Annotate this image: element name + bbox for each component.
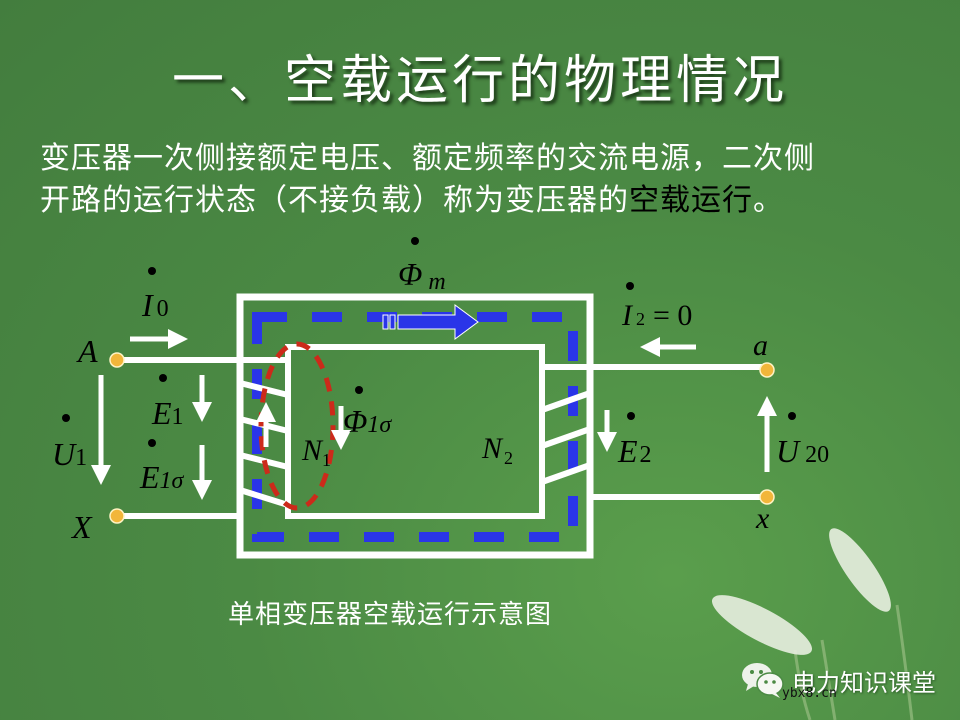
label-E1sigma: E1σ (139, 459, 185, 495)
diagram-caption: 单相变压器空载运行示意图 (228, 600, 553, 630)
core-window (285, 344, 545, 519)
main-flux-arrow (382, 304, 479, 340)
paragraph-line-2-prefix: 开路的运行状态（不接负载）称为变压器的 (40, 183, 629, 218)
terminal-a (759, 362, 775, 378)
watermark-label: 电力知识课堂 (792, 668, 936, 697)
wechat-icon (742, 663, 784, 698)
label-a: a (753, 329, 768, 362)
label-E1: E1 (151, 395, 184, 431)
watermark-url: ybx8.cn (782, 686, 837, 701)
paragraph-line-1: 变压器一次侧接额定电压、额定频率的交流电源，二次侧 (40, 141, 815, 176)
terminal-X (109, 508, 125, 524)
slide-title: 一、空载运行的物理情况 (171, 51, 788, 111)
label-U1: U1 (52, 436, 87, 472)
paragraph-line-2-suffix: 。 (753, 183, 784, 218)
label-X: X (70, 509, 93, 545)
intro-paragraph: 变压器一次侧接额定电压、额定频率的交流电源，二次侧 开路的运行状态（不接负载）称… (40, 138, 940, 222)
core-outer (236, 293, 594, 559)
label-A: A (76, 333, 98, 369)
label-Phi-1sigma: Φ1σ (343, 403, 392, 439)
terminal-A (109, 352, 125, 368)
leakage-flux-loop (258, 341, 336, 511)
label-E2: E2 (617, 433, 652, 469)
paragraph-line-2: 开路的运行状态（不接负载）称为变压器的空载运行。 (40, 180, 940, 222)
label-x: x (755, 502, 770, 535)
phasor-dots (62, 237, 796, 447)
label-N1: N1 (301, 434, 331, 470)
terminal-x (759, 489, 775, 505)
highlight-term: 空载运行 (629, 183, 753, 218)
main-flux-path (252, 312, 578, 542)
watermark: 电力知识课堂 ybx8.cn (740, 660, 936, 701)
secondary-winding (540, 390, 592, 485)
